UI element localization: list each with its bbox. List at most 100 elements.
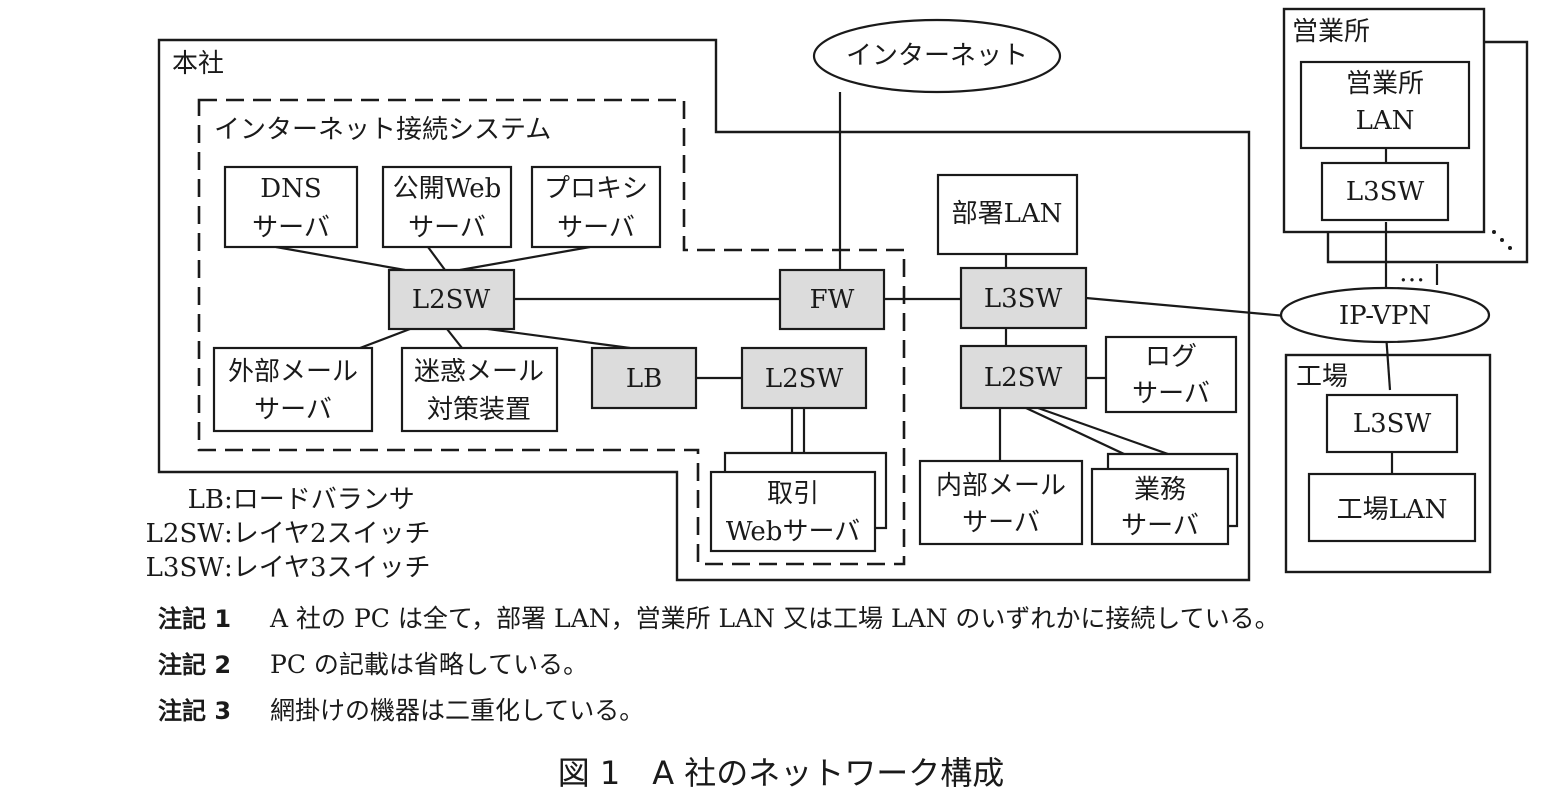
svg-text:L2SW: L2SW: [984, 363, 1063, 393]
legend-abbr: L2SW: [145, 519, 224, 549]
internet-system-label: インターネット接続システム: [214, 115, 551, 145]
svg-text:内部メール: 内部メール: [936, 471, 1066, 501]
note-item: 注記 1 A 社の PC は全て，部署 LAN，営業所 LAN 又は工場 LAN …: [158, 596, 1280, 642]
link-proxy-l2sw: [459, 245, 591, 272]
node-l2sw-trade: L2SW: [740, 346, 868, 410]
ip-vpn-cloud: [1279, 286, 1491, 344]
head-office-region: [157, 38, 1251, 582]
svg-text:サーバ: サーバ: [1132, 379, 1210, 409]
svg-text:ログ: ログ: [1145, 342, 1197, 372]
legend-item: LB:ロードバランサ: [118, 483, 431, 517]
factory-region: [1284, 353, 1492, 574]
svg-text:取引: 取引: [767, 479, 819, 509]
sales-office-label: 営業所: [1292, 17, 1370, 47]
node-log-server: ログ サーバ: [1104, 335, 1238, 414]
legend-sep: :: [224, 485, 233, 515]
node-fw: FW: [778, 268, 886, 331]
note-label: 注記 1: [158, 605, 232, 633]
node-public-web-server: 公開Web サーバ: [381, 165, 513, 249]
link-dns-l2sw: [275, 245, 406, 272]
svg-text:サーバ: サーバ: [1121, 511, 1199, 541]
svg-text:LAN: LAN: [1356, 106, 1415, 136]
legend-abbr: L3SW: [145, 553, 224, 583]
link-l2sw-lb: [487, 327, 631, 350]
link-l3sw-ipvpn: [1085, 296, 1287, 318]
svg-text:サーバ: サーバ: [557, 213, 635, 243]
notes: 注記 1 A 社の PC は全て，部署 LAN，営業所 LAN 又は工場 LAN …: [158, 596, 1280, 734]
svg-text:L3SW: L3SW: [1353, 409, 1432, 439]
node-sales-lan: 営業所 LAN: [1299, 60, 1471, 150]
legend-abbr: LB: [187, 485, 224, 515]
svg-text:プロキシ: プロキシ: [544, 174, 648, 204]
node-external-mail-server: 外部メール サーバ: [212, 346, 374, 433]
link-ipvpn-factory-l3sw: [1384, 333, 1392, 391]
svg-text:対策装置: 対策装置: [427, 395, 531, 425]
links: [275, 92, 1439, 474]
legend-desc: ロードバランサ: [232, 485, 415, 515]
internet-system-region: [197, 98, 906, 566]
sales-office-region: [1282, 7, 1486, 234]
node-l2sw-internet: L2SW: [387, 268, 516, 331]
link-l2sw-extmail: [359, 327, 411, 350]
note-item: 注記 3 網掛けの機器は二重化している。: [158, 688, 1280, 734]
internet-label: インターネット: [846, 41, 1028, 71]
legend-item: L2SW:レイヤ2スイッチ: [118, 517, 431, 551]
legend-sep: :: [224, 553, 233, 583]
note-text: A 社の PC は全て，部署 LAN，営業所 LAN 又は工場 LAN のいずれ…: [270, 604, 1280, 633]
node-l3sw-sales: L3SW: [1320, 161, 1450, 222]
link-web-l2sw: [427, 246, 446, 271]
node-dns-server: DNS サーバ: [223, 165, 359, 249]
head-office-label: 本社: [172, 49, 224, 79]
link-l2sw-business-2: [1037, 406, 1169, 456]
svg-text:L3SW: L3SW: [1346, 177, 1425, 207]
svg-text:サーバ: サーバ: [252, 213, 330, 243]
network-diagram: 本社 インターネット接続システム インターネット DNS サーバ: [157, 7, 1529, 582]
note-text: 網掛けの機器は二重化している。: [270, 696, 645, 725]
node-dept-lan: 部署LAN: [936, 173, 1079, 256]
svg-text:外部メール: 外部メール: [228, 357, 358, 387]
factory-label: 工場: [1296, 362, 1348, 392]
legend-desc: レイヤ3スイッチ: [232, 553, 431, 583]
node-spam-appliance: 迷惑メール 対策装置: [400, 346, 559, 433]
svg-text:公開Web: 公開Web: [393, 174, 502, 204]
legend-desc: レイヤ2スイッチ: [232, 519, 431, 549]
legend-sep: :: [224, 519, 233, 549]
abbreviation-legend: LB:ロードバランサ L2SW:レイヤ2スイッチ L3SW:レイヤ3スイッチ: [118, 483, 431, 585]
svg-text:L2SW: L2SW: [765, 364, 844, 394]
node-lb: LB: [590, 346, 698, 410]
node-l3sw-factory: L3SW: [1325, 393, 1459, 454]
svg-text:DNS: DNS: [260, 174, 321, 204]
node-business-server: 業務 サーバ: [1090, 452, 1239, 546]
svg-text:LB: LB: [626, 364, 662, 394]
svg-text:FW: FW: [810, 285, 855, 315]
note-text: PC の記載は省略している。: [270, 650, 589, 679]
svg-text:迷惑メール: 迷惑メール: [414, 357, 544, 387]
svg-text:Webサーバ: Webサーバ: [726, 517, 860, 547]
ip-vpn-label: IP-VPN: [1339, 301, 1431, 331]
legend-item: L3SW:レイヤ3スイッチ: [118, 551, 431, 585]
node-trade-web-server: 取引 Webサーバ: [709, 451, 888, 553]
svg-text:サーバ: サーバ: [408, 213, 486, 243]
note-label: 注記 2: [158, 651, 232, 679]
internet-cloud: [812, 18, 1062, 94]
ellipsis-more-links: …: [1399, 258, 1425, 288]
figure-caption: 図 1 A 社のネットワーク構成: [557, 754, 1005, 792]
other-sales-office-region: [1326, 40, 1529, 264]
svg-text:工場LAN: 工場LAN: [1337, 495, 1448, 525]
link-l2sw-spam: [446, 328, 463, 349]
svg-text:業務: 業務: [1134, 475, 1186, 505]
node-l2sw-internal: L2SW: [959, 344, 1088, 410]
node-proxy-server: プロキシ サーバ: [530, 165, 662, 249]
svg-text:L2SW: L2SW: [412, 285, 491, 315]
node-factory-lan: 工場LAN: [1307, 472, 1477, 543]
note-label: 注記 3: [158, 697, 232, 725]
ellipsis-other-offices: [1492, 230, 1512, 250]
svg-text:営業所: 営業所: [1346, 69, 1424, 99]
svg-text:サーバ: サーバ: [962, 508, 1040, 538]
svg-text:L3SW: L3SW: [984, 284, 1063, 314]
svg-text:サーバ: サーバ: [254, 395, 332, 425]
svg-text:部署LAN: 部署LAN: [952, 199, 1063, 229]
note-item: 注記 2 PC の記載は省略している。: [158, 642, 1280, 688]
node-l3sw-head: L3SW: [959, 266, 1088, 330]
node-internal-mail-server: 内部メール サーバ: [918, 459, 1084, 546]
